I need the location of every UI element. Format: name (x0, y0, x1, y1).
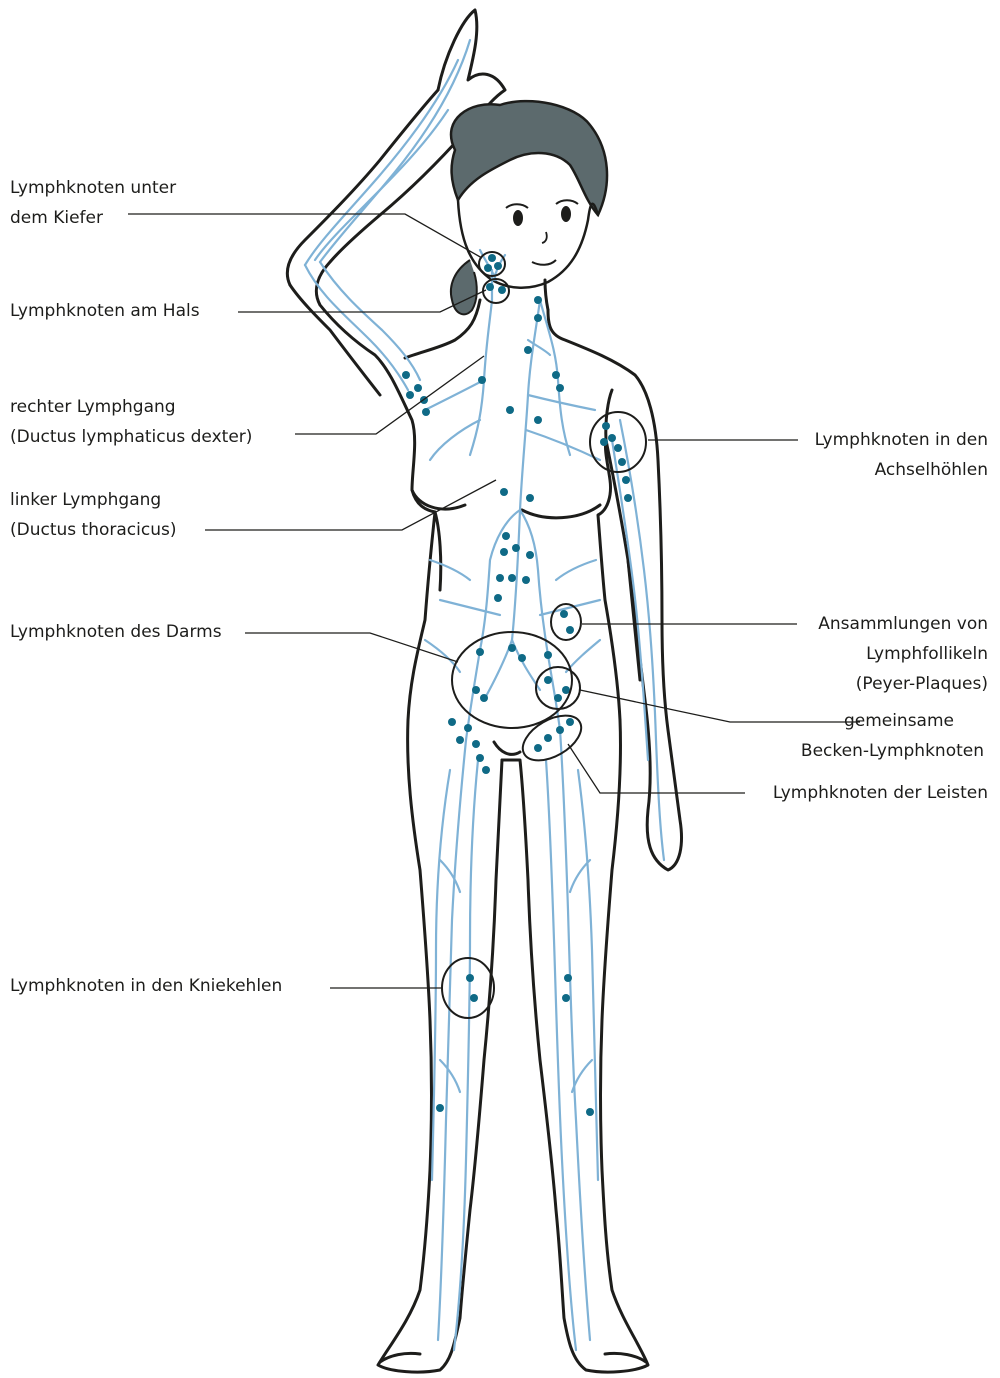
label-peyer-line1: Ansammlungen von (818, 609, 988, 639)
label-pelvic-line2: Becken-Lymphknoten (801, 736, 984, 766)
hair (451, 101, 607, 215)
pelvic-circle (536, 667, 580, 709)
right-eye (561, 206, 571, 222)
label-jaw-line1: Lymphknoten unter (10, 173, 176, 203)
armpit-circle (590, 412, 646, 472)
label-left-duct-line1: linker Lymphgang (10, 485, 176, 515)
head (451, 101, 607, 314)
label-jaw-line2: dem Kiefer (10, 203, 176, 233)
label-armpit-line2: Achselhöhlen (815, 455, 988, 485)
label-right-duct-line1: rechter Lymphgang (10, 392, 252, 422)
label-right-duct-line2: (Ductus lymphaticus dexter) (10, 422, 252, 452)
label-peyer-line2: Lymphfollikeln (818, 639, 988, 669)
label-knee-line1: Lymphknoten in den Kniekehlen (10, 971, 282, 1001)
leader-lines (128, 214, 860, 988)
label-armpit-nodes: Lymphknoten in den Achselhöhlen (815, 425, 988, 485)
label-jaw-nodes: Lymphknoten unter dem Kiefer (10, 173, 176, 233)
label-left-duct: linker Lymphgang (Ductus thoracicus) (10, 485, 176, 545)
label-knee-nodes: Lymphknoten in den Kniekehlen (10, 971, 282, 1001)
label-groin-line1: Lymphknoten der Leisten (773, 778, 988, 808)
left-eye (513, 210, 523, 226)
label-neck-nodes: Lymphknoten am Hals (10, 296, 200, 326)
label-pelvic-nodes: gemeinsame Becken-Lymphknoten (801, 706, 984, 766)
label-intestine-nodes: Lymphknoten des Darms (10, 617, 222, 647)
label-peyer-line3: (Peyer-Plaques) (818, 669, 988, 699)
label-intestine-line1: Lymphknoten des Darms (10, 617, 222, 647)
label-right-duct: rechter Lymphgang (Ductus lymphaticus de… (10, 392, 252, 452)
label-neck-line1: Lymphknoten am Hals (10, 296, 200, 326)
label-armpit-line1: Lymphknoten in den (815, 425, 988, 455)
label-groin-nodes: Lymphknoten der Leisten (773, 778, 988, 808)
label-left-duct-line2: (Ductus thoracicus) (10, 515, 176, 545)
label-pelvic-line1: gemeinsame (801, 706, 984, 736)
label-peyer-patches: Ansammlungen von Lymphfollikeln (Peyer-P… (818, 609, 988, 699)
